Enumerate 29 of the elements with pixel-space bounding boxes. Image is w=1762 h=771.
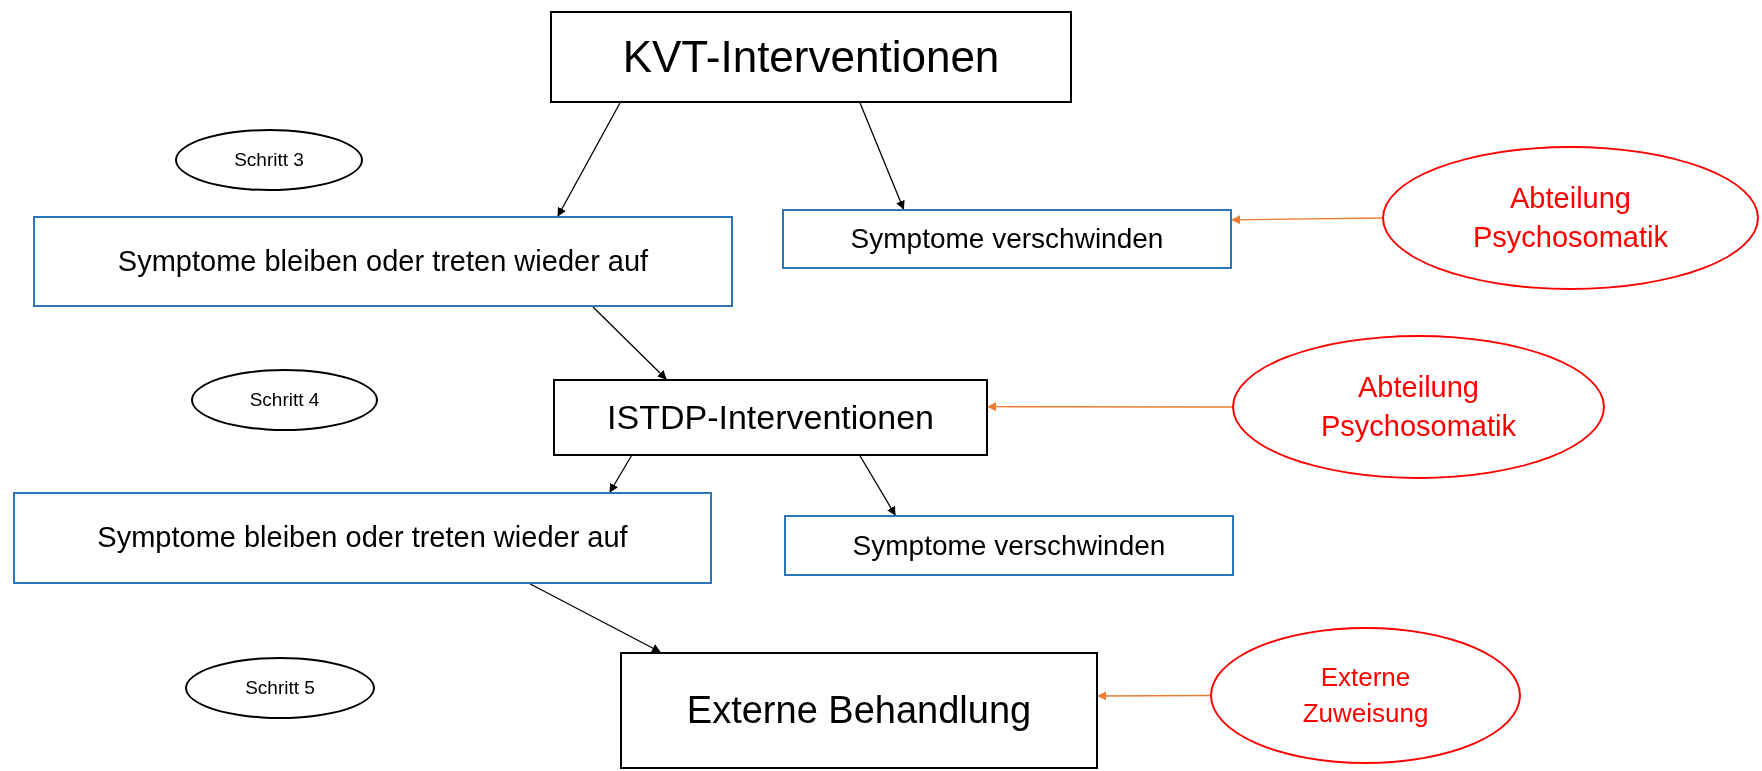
node-label: Abteilung Psychosomatik — [1472, 180, 1669, 255]
node-label: Schritt 5 — [245, 676, 315, 701]
node-label: Symptome verschwinden — [850, 222, 1164, 257]
arrow — [592, 306, 667, 380]
node-label: Externe Zuweisung — [1301, 661, 1430, 730]
node-label: Externe Behandlung — [686, 687, 1032, 733]
arrow — [529, 583, 661, 653]
arrow — [859, 102, 905, 210]
arrow — [1097, 691, 1211, 701]
outcome-box — [784, 515, 1234, 576]
arrow — [609, 455, 632, 493]
arrow — [987, 402, 1233, 412]
process-box — [553, 379, 988, 456]
outcome-box — [782, 209, 1232, 269]
process-box — [620, 652, 1098, 769]
process-box — [550, 11, 1072, 103]
outcome-box — [13, 492, 712, 584]
node-label: Symptome bleiben oder treten wieder auf — [117, 243, 649, 279]
node-label: KVT-Interventionen — [622, 31, 1000, 84]
arrow — [1231, 215, 1383, 225]
node-label: Symptome bleiben oder treten wieder auf — [97, 520, 628, 556]
node-label: Schritt 3 — [234, 148, 304, 173]
outcome-box — [33, 216, 733, 307]
node-label: ISTDP-Interventionen — [607, 396, 934, 438]
arrow — [557, 102, 621, 217]
arrow — [859, 455, 896, 516]
node-label: Schritt 4 — [249, 388, 320, 413]
node-label: Symptome verschwinden — [852, 528, 1166, 563]
node-label: Abteilung Psychosomatik — [1320, 369, 1517, 444]
